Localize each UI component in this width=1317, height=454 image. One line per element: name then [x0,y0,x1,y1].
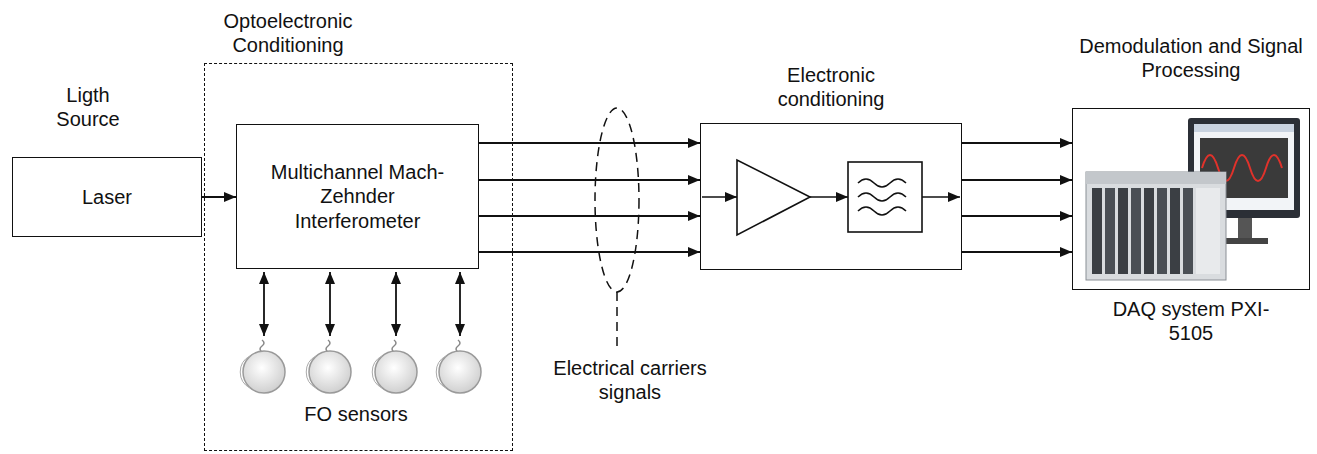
box-text: Multichannel Mach-Zehnder Interferometer [270,160,445,233]
signal-arrow [962,142,1072,144]
daq-box: Demodulation and Signal ProcessingDAQ sy… [1072,108,1310,290]
heading-text: DAQ system PXI-5105 [1106,297,1276,346]
amplifier-filter [702,160,960,235]
conditioning-group: Optoelectronic ConditioningMultichannel … [204,63,513,451]
fo-sensor [240,340,481,393]
light-source-box: Ligth SourceLaser [12,157,202,237]
signal-arrow [962,251,1072,253]
interferometer-box: Multichannel Mach-Zehnder Interferometer [236,124,479,269]
signal-arrow [962,179,1072,181]
heading-text: Electronic conditioning [756,63,906,112]
electronic-box: Electronic conditioning [700,123,962,270]
signal-label: Electrical carriers signals [540,356,720,405]
sensor-label: FO sensors [286,402,426,426]
heading-text: Ligth Source [33,83,143,132]
signal-bracket [595,108,639,292]
box-text: Laser [82,185,132,209]
heading-text: Demodulation and Signal Processing [1071,34,1311,83]
signal-arrow [202,196,236,198]
heading-text: Optoelectronic Conditioning [193,9,383,58]
daq-illustration [1086,118,1300,280]
signal-arrow [962,215,1072,217]
